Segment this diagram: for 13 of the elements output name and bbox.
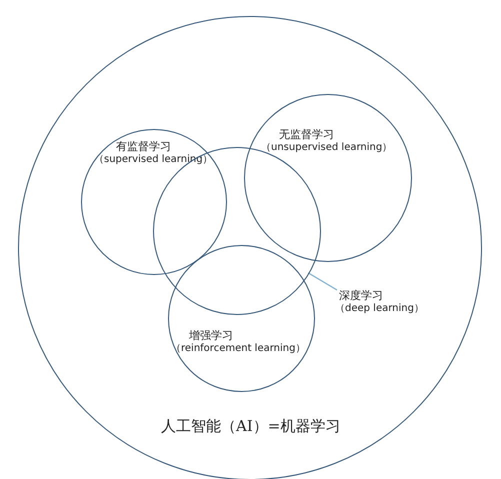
term-translation: （deep learning） bbox=[335, 303, 424, 315]
venn-circle bbox=[244, 94, 412, 262]
term-translation: （reinforcement learning） bbox=[171, 343, 306, 355]
venn-circle bbox=[81, 129, 227, 275]
venn-circle bbox=[168, 245, 315, 392]
term-label: 深度学习 bbox=[339, 289, 383, 302]
outer-circle bbox=[18, 16, 482, 479]
leader-line bbox=[308, 272, 338, 291]
term-label: 人工智能（AI）=机器学习 bbox=[161, 417, 340, 435]
term-label: 有监督学习 bbox=[116, 140, 171, 154]
term-label: 增强学习 bbox=[189, 329, 233, 342]
term-label: 无监督学习 bbox=[279, 128, 334, 142]
term-translation: （unsupervised learning） bbox=[261, 142, 392, 154]
